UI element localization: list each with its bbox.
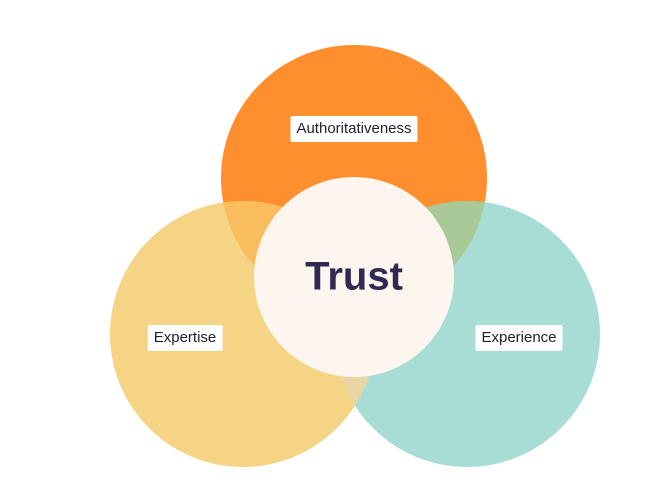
experience-label: Experience bbox=[475, 325, 563, 351]
authoritativeness-label: Authoritativeness bbox=[290, 116, 418, 142]
expertise-label: Expertise bbox=[147, 325, 223, 351]
trust-label: Trust bbox=[305, 254, 403, 299]
trust-center-circle bbox=[254, 177, 454, 377]
